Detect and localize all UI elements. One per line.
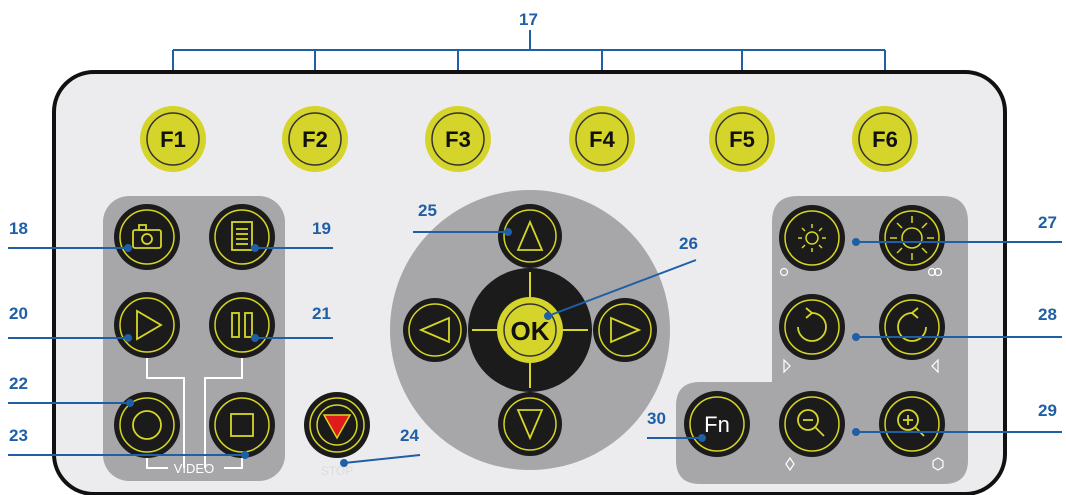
report-button[interactable]	[209, 204, 275, 270]
function-key-label: F3	[445, 127, 471, 152]
rotate-clockwise-icon	[797, 307, 827, 342]
arrow-down-icon	[516, 409, 544, 441]
rotate-right-button[interactable]	[779, 294, 845, 360]
function-key-label: F2	[302, 127, 328, 152]
function-key-f4[interactable]: F4	[569, 106, 635, 172]
arrow-left-icon	[418, 316, 450, 344]
brightness-max-marker	[927, 267, 943, 277]
document-icon	[231, 221, 253, 251]
fn-button[interactable]: Fn	[684, 391, 750, 457]
snapshot-button[interactable]	[114, 204, 180, 270]
callout-28: 28	[1038, 305, 1057, 324]
rotate-left-marker	[931, 358, 939, 374]
callout-29: 29	[1038, 401, 1057, 420]
callout-22: 22	[9, 374, 28, 393]
callout-20: 20	[9, 304, 28, 323]
zoom-in-marker	[932, 457, 944, 471]
callout-18: 18	[9, 219, 28, 238]
arrow-right-icon	[610, 316, 642, 344]
brightness-up-button[interactable]	[879, 205, 945, 271]
callout-19: 19	[312, 219, 331, 238]
callout-26: 26	[679, 234, 698, 253]
function-key-f6[interactable]: F6	[852, 106, 918, 172]
callout-leader-lines	[8, 228, 1062, 467]
arrow-up-icon	[516, 219, 544, 251]
video-label: VIDEO	[174, 461, 214, 476]
video-bracket	[146, 358, 243, 469]
play-icon	[136, 309, 163, 341]
ok-label: OK	[511, 316, 550, 346]
stop-recording-button[interactable]	[209, 392, 275, 458]
stop-square-icon	[230, 413, 254, 437]
brightness-high-icon	[890, 216, 934, 260]
brightness-low-icon	[798, 224, 826, 252]
stop-label: STOP	[321, 464, 353, 478]
pause-icon	[231, 312, 253, 338]
function-key-f3[interactable]: F3	[425, 106, 491, 172]
callout-21: 21	[312, 304, 331, 323]
function-key-label: F1	[160, 127, 186, 152]
callout-23: 23	[9, 426, 28, 445]
dpad-up-button[interactable]	[498, 204, 562, 268]
rotate-right-marker	[783, 358, 791, 374]
function-key-label: F5	[729, 127, 755, 152]
emergency-stop-button[interactable]	[304, 392, 370, 458]
record-icon	[132, 410, 162, 440]
callout-25: 25	[418, 201, 437, 220]
callout-27: 27	[1038, 213, 1057, 232]
brightness-down-button[interactable]	[779, 205, 845, 271]
dpad-down-button[interactable]	[498, 392, 562, 456]
brightness-min-marker	[779, 267, 789, 277]
zoom-in-button[interactable]	[879, 391, 945, 457]
function-key-label: F4	[589, 127, 615, 152]
record-button[interactable]	[114, 392, 180, 458]
pause-button[interactable]	[209, 292, 275, 358]
callout-17: 17	[519, 10, 538, 29]
fn-label: Fn	[704, 412, 730, 437]
dpad-left-button[interactable]	[403, 298, 467, 362]
callout-30: 30	[647, 409, 666, 428]
function-key-f5[interactable]: F5	[709, 106, 775, 172]
zoom-out-marker	[785, 456, 795, 472]
zoom-out-button[interactable]	[779, 391, 845, 457]
function-key-f2[interactable]: F2	[282, 106, 348, 172]
zoom-out-icon	[797, 409, 825, 437]
dpad-right-button[interactable]	[593, 298, 657, 362]
function-key-label: F6	[872, 127, 898, 152]
ok-button[interactable]: OK	[497, 297, 563, 363]
function-key-row: F1 F2 F3 F4 F5 F6	[140, 106, 918, 172]
function-key-f1[interactable]: F1	[140, 106, 206, 172]
camera-icon	[132, 224, 162, 249]
rotate-left-button[interactable]	[879, 294, 945, 360]
stop-triangle-icon	[322, 414, 352, 440]
play-button[interactable]	[114, 292, 180, 358]
callout-24: 24	[400, 426, 419, 445]
